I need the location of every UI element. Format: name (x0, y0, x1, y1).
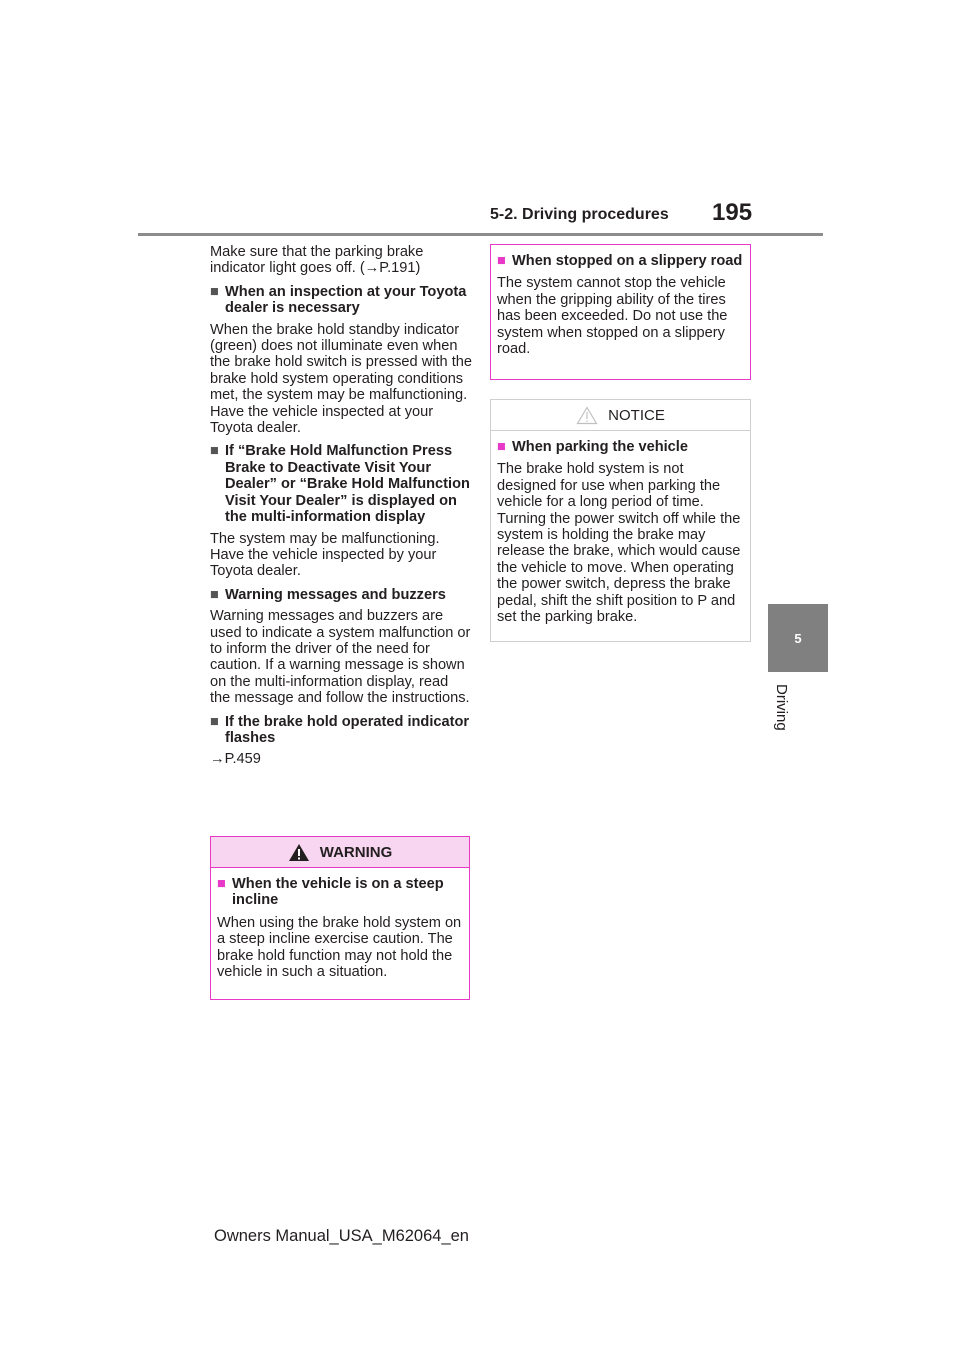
inspection-body: When the brake hold standby indicator (g… (210, 321, 473, 437)
flash-heading: ■ If the brake hold operated indicator fl… (210, 714, 472, 747)
parking-heading: ■ When parking the vehicle (497, 439, 744, 455)
chapter-number: 5 (794, 630, 802, 646)
slippery-road-heading: ■ When stopped on a slippery road (497, 253, 744, 269)
warning-box-body: ■When the vehicle is on a steep incline … (211, 868, 469, 991)
warning-box: WARNING ■ When the vehicle is on a steep … (210, 836, 470, 1000)
notice-box-title: NOTICE (608, 406, 665, 424)
square-bullet-icon: ■ (217, 876, 226, 892)
chapter-tab[interactable]: 5 (768, 604, 828, 672)
malfunction-heading-text: If “Brake Hold Malfunction Press Brake t… (225, 443, 470, 526)
steep-incline-heading-text: When the vehicle is on a steep incline (232, 876, 444, 909)
square-bullet-icon: ■ (210, 586, 219, 603)
intro-text: Make sure that the parking brake indicat… (210, 244, 424, 277)
slippery-road-heading-text: When stopped on a slippery road (512, 253, 743, 269)
warning-messages-body: Warning messages and buzzers are used to… (210, 608, 471, 707)
slippery-road-text: The system cannot stop the vehicle when … (497, 275, 728, 358)
parking-body: The brake hold system is not designed fo… (497, 461, 741, 626)
square-bullet-icon: ■ (497, 439, 506, 455)
steep-incline-body: When using the brake hold system on a st… (217, 914, 462, 981)
page-number: 195 (712, 199, 753, 226)
square-bullet-icon: ■ (210, 283, 219, 300)
caution-triangle-outline-icon (576, 405, 598, 424)
header-rule (138, 233, 823, 236)
warning-messages-heading: ■ Warning messages and buzzers (210, 587, 472, 603)
warning-box-title: WARNING (319, 843, 393, 861)
malfunction-heading: ■ If “Brake Hold Malfunction Press Brake … (210, 443, 472, 525)
notice-box-header: NOTICE (491, 400, 750, 431)
chapter-label: Driving (773, 684, 790, 731)
flash-page-reference[interactable]: →P.459 (210, 751, 261, 768)
square-bullet-icon: ■ (210, 713, 219, 730)
parking-heading-text: When parking the vehicle (512, 439, 688, 455)
inspection-heading-text: When an inspection at your Toyota dealer… (225, 283, 467, 317)
square-bullet-icon: ■ (497, 253, 506, 269)
left-column: Make sure that the parking brake indicat… (210, 244, 472, 775)
steep-incline-heading: ■ When the vehicle is on a steep incline (217, 876, 463, 909)
section-title: 5-2. Driving procedures (490, 206, 669, 223)
notice-box-body: ■ When parking the vehicle The brake hold… (491, 431, 750, 636)
notice-box: NOTICE ■ When parking the vehicle The bra… (490, 399, 751, 642)
malfunction-body: The system may be malfunctioning. Have t… (210, 530, 440, 580)
flash-heading-text: If the brake hold operated indicator fla… (225, 713, 470, 746)
slippery-road-box: ■ When stopped on a slippery road The sys… (490, 244, 751, 380)
warning-triangle-icon (288, 843, 309, 861)
footer-manual-id: Owners Manual_USA_M62064_en (214, 1227, 469, 1245)
slippery-road-body: ■ When stopped on a slippery road The sys… (491, 245, 750, 368)
warning-messages-heading-text: Warning messages and buzzers (225, 586, 446, 603)
square-bullet-icon: ■ (210, 443, 219, 460)
warning-box-header: WARNING (211, 837, 469, 868)
inspection-heading: ■ When an inspection at your Toyota deale… (210, 284, 472, 317)
